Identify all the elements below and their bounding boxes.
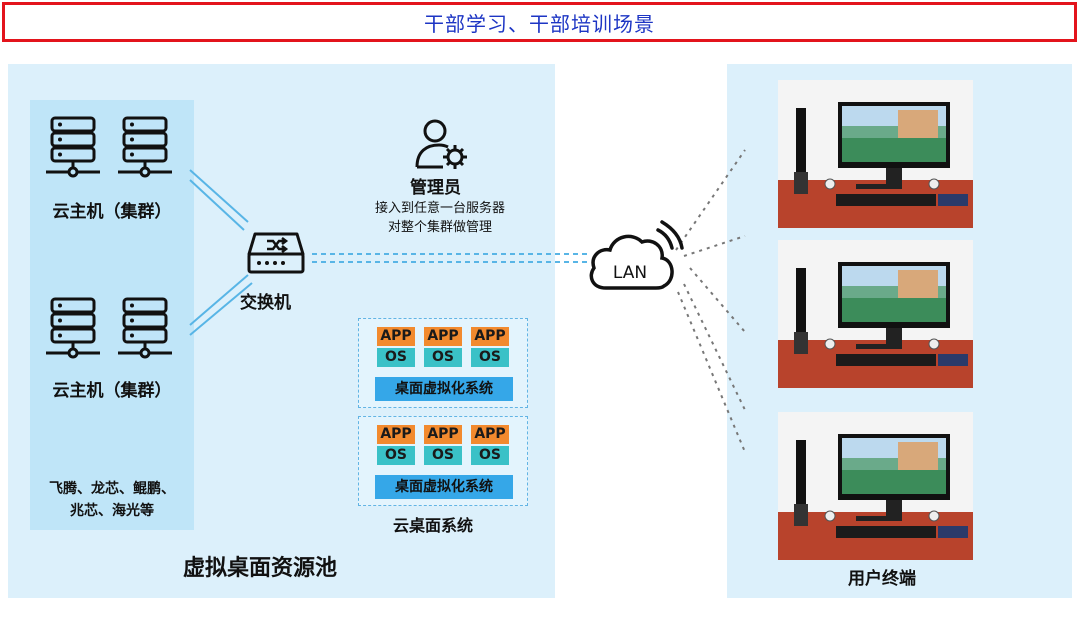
vdi-block-1: APP APP APP OS OS OS 桌面虚拟化系统 [358, 318, 528, 408]
title-bar: 干部学习、干部培训场景 [2, 2, 1077, 42]
admin-desc-line1: 接入到任意一台服务器 [374, 201, 505, 216]
user-terminals-label: 用户终端 [848, 569, 916, 589]
chip-vendors-line2: 兆芯、海光等 [70, 503, 154, 519]
server-icon [46, 116, 172, 178]
admin-title: 管理员 [410, 178, 461, 198]
lan-label: LAN [613, 263, 647, 283]
lan-cloud-icon: LAN [589, 220, 684, 290]
app-tile: APP [377, 425, 415, 444]
desktop-computer-icon [778, 412, 973, 560]
vdi-block-2: APP APP APP OS OS OS 桌面虚拟化系统 [358, 416, 528, 506]
cloud-desktop-label: 云桌面系统 [393, 516, 474, 535]
chip-vendors-line1: 飞腾、龙芯、鲲鹏、 [49, 481, 175, 497]
host-cluster-label-top: 云主机（集群） [52, 202, 172, 222]
app-tile: APP [377, 327, 415, 346]
app-tile: APP [471, 425, 509, 444]
switch-label: 交换机 [240, 293, 291, 313]
admin-gear-icon [415, 119, 467, 169]
os-tile: OS [471, 446, 509, 465]
host-cluster-label-bottom: 云主机（集群） [52, 381, 172, 401]
chip-vendors-note: 飞腾、龙芯、鲲鹏、 兆芯、海光等 [30, 478, 194, 522]
page-title: 干部学习、干部培训场景 [424, 11, 655, 36]
switch-icon [247, 232, 305, 274]
app-tile: APP [424, 425, 462, 444]
vdi-system-label: 桌面虚拟化系统 [375, 377, 513, 401]
os-tile: OS [471, 348, 509, 367]
desktop-computer-icon [778, 240, 973, 388]
os-tile: OS [377, 348, 415, 367]
pool-label: 虚拟桌面资源池 [183, 556, 338, 581]
app-tile: APP [471, 327, 509, 346]
vdi-system-label: 桌面虚拟化系统 [375, 475, 513, 499]
app-tile: APP [424, 327, 462, 346]
admin-desc-line2: 对整个集群做管理 [387, 220, 492, 235]
os-tile: OS [377, 446, 415, 465]
desktop-computer-icon [778, 80, 973, 228]
server-icon [46, 297, 172, 359]
os-tile: OS [424, 446, 462, 465]
os-tile: OS [424, 348, 462, 367]
